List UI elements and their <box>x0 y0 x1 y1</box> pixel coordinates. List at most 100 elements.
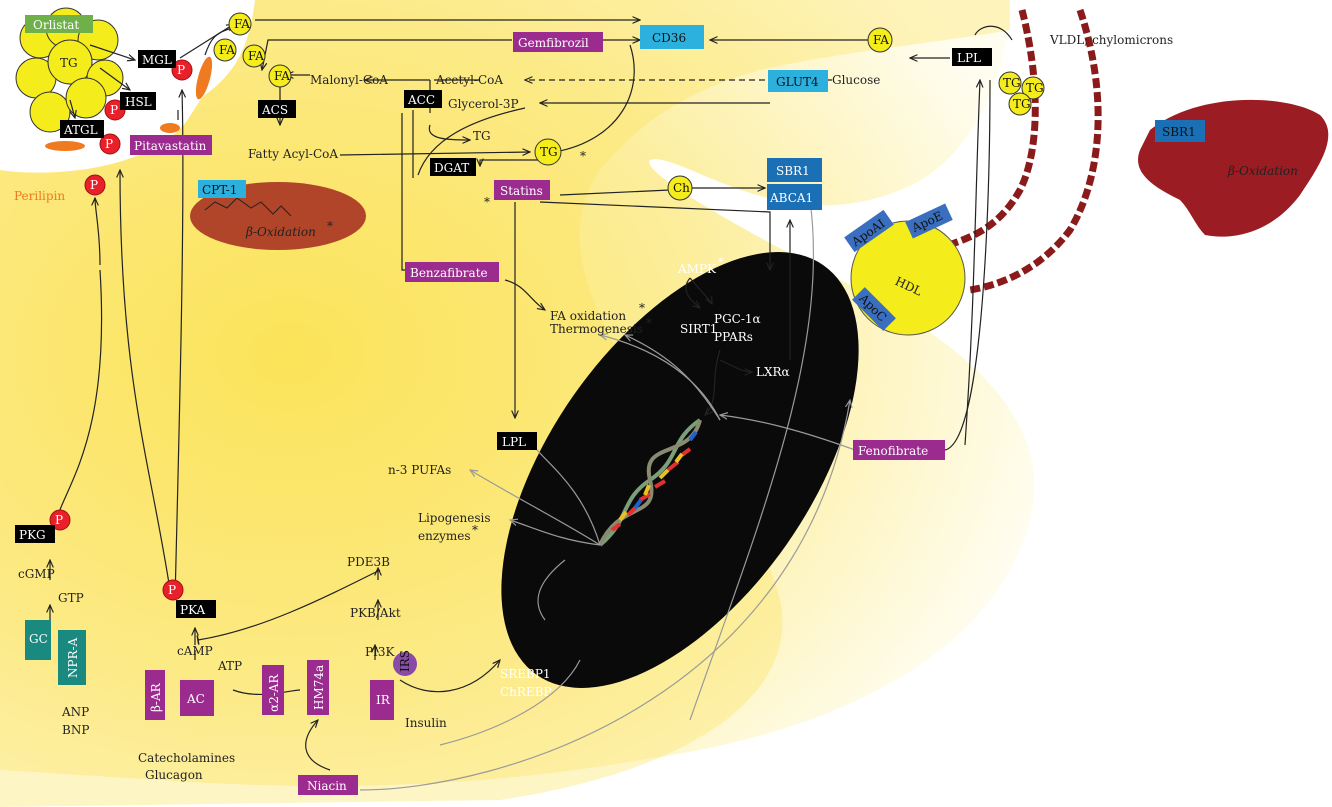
svg-text:Gemfibrozil: Gemfibrozil <box>518 36 589 50</box>
svg-text:Benzafibrate: Benzafibrate <box>410 266 488 280</box>
svg-text:IRS: IRS <box>398 650 412 672</box>
svg-text:GC: GC <box>29 632 48 646</box>
phospho-label: P <box>55 513 63 527</box>
fenofibrate-drug: Fenofibrate <box>853 440 945 460</box>
svg-text:ATGL: ATGL <box>63 123 98 137</box>
atp-label: ATP <box>217 659 242 673</box>
svg-text:AC: AC <box>186 692 205 706</box>
svg-text:β-AR: β-AR <box>149 682 163 712</box>
svg-text:ABCA1: ABCA1 <box>769 191 813 205</box>
tg-label: TG <box>1003 76 1021 90</box>
tg-circle <box>534 138 562 166</box>
liver-beta-oxidation-label: β-Oxidation <box>1227 164 1298 178</box>
svg-text:SBR1: SBR1 <box>1162 125 1196 139</box>
svg-text:LPL: LPL <box>957 51 981 65</box>
fa-circle <box>242 44 266 68</box>
fa-label: FA <box>234 17 250 31</box>
glut4-transporter: GLUT4 <box>768 70 828 92</box>
fa-circle <box>228 12 252 36</box>
beta-oxidation-label: β-Oxidation <box>245 225 316 239</box>
svg-text:HM74a: HM74a <box>312 665 326 710</box>
chrebp-label: ChREBP <box>500 685 552 699</box>
blood-vessel <box>933 8 1102 294</box>
perilipin-shape <box>195 56 213 100</box>
malonyl-coa-label: Malonyl-CoA <box>310 73 388 87</box>
sbr1-box: SBR1 <box>767 158 822 182</box>
gtp-label: GTP <box>58 591 84 605</box>
svg-text:MGL: MGL <box>142 53 172 67</box>
n3-pufas-label: n-3 PUFAs <box>388 463 451 477</box>
abca1-box: ABCA1 <box>767 184 822 210</box>
fa-label: FA <box>873 33 889 47</box>
perilipin-label: Perilipin <box>14 189 65 203</box>
mitochondrion <box>190 182 366 250</box>
ch-label: Ch <box>673 181 690 195</box>
pkg-box: PKG <box>15 525 55 543</box>
dna-helix <box>598 418 702 547</box>
asterisk-mark: * <box>718 255 724 269</box>
gemfibrozil-drug: Gemfibrozil <box>513 32 603 52</box>
lpl-box-circulation: LPL <box>952 48 992 66</box>
glycerol-3p-label: Glycerol-3P <box>448 97 519 111</box>
asterisk-mark: * <box>327 219 333 233</box>
asterisk-mark: * <box>646 316 652 330</box>
dgat-box: DGAT <box>430 158 476 176</box>
fa-label: FA <box>219 43 235 57</box>
tg-label: TG <box>1026 81 1044 95</box>
acc-box: ACC <box>404 90 442 108</box>
thermogenesis-label: Thermogenesis <box>550 322 643 336</box>
irs-circle: IRS <box>393 650 417 676</box>
svg-text:LPL: LPL <box>502 435 526 449</box>
glucagon-label: Glucagon <box>145 768 203 782</box>
svg-text:ACC: ACC <box>407 93 435 107</box>
phospho-label: P <box>168 583 176 597</box>
srebp1-label: SREBP1 <box>500 667 551 681</box>
svg-text:Niacin: Niacin <box>307 779 347 793</box>
benzafibrate-drug: Benzafibrate <box>405 262 499 282</box>
asterisk-mark: * <box>484 195 490 209</box>
svg-text:Statins: Statins <box>500 184 543 198</box>
fa-oxidation-label: FA oxidation <box>550 309 626 323</box>
tg-droplet-label: TG <box>60 56 78 70</box>
fatty-acyl-coa-label: Fatty Acyl-CoA <box>248 147 338 161</box>
cd36-transporter: CD36 <box>640 25 704 49</box>
perilipin-shape <box>160 123 180 133</box>
glucose-label: Glucose <box>832 73 880 87</box>
pkb-akt-label: PKB/Akt <box>350 606 401 620</box>
asterisk-mark: * <box>639 301 645 315</box>
phospho-circle <box>162 579 184 601</box>
mgl-box: MGL <box>138 50 176 68</box>
svg-text:Fenofibrate: Fenofibrate <box>858 444 928 458</box>
pi3k-label: PI3K <box>365 645 395 659</box>
pitavastatin-drug: Pitavastatin <box>130 135 212 155</box>
tg-text-label: TG <box>473 129 491 143</box>
phospho-label: P <box>90 178 98 192</box>
acetyl-coa-label: Acetyl-CoA <box>435 73 503 87</box>
svg-text:HSL: HSL <box>125 95 152 109</box>
phospho-circle <box>99 133 121 155</box>
fa-circle <box>867 27 893 53</box>
lpl-box-nucleus: LPL <box>497 432 537 450</box>
fa-circle <box>213 38 237 62</box>
svg-text:CD36: CD36 <box>652 31 686 45</box>
ch-circle <box>667 175 693 201</box>
sirt1-label: SIRT1 <box>680 322 717 336</box>
hsl-box: HSL <box>120 92 156 110</box>
svg-text:IR: IR <box>376 693 391 707</box>
phospho-label: P <box>105 137 113 151</box>
anp-label: ANP <box>61 705 89 719</box>
pde3b-label: PDE3B <box>347 555 390 569</box>
svg-text:GLUT4: GLUT4 <box>776 75 819 89</box>
ir-receptor: IR <box>370 680 394 720</box>
svg-text:NPR-A: NPR-A <box>66 637 80 678</box>
atgl-box: ATGL <box>60 120 104 138</box>
svg-text:PKA: PKA <box>180 603 206 617</box>
svg-text:CPT-1: CPT-1 <box>202 183 237 197</box>
fa-label: FA <box>274 69 290 83</box>
pgc1a-label: PGC-1α <box>714 312 761 326</box>
phospho-circle <box>171 59 193 81</box>
nucleus <box>501 252 859 688</box>
svg-text:α2-AR: α2-AR <box>267 674 281 712</box>
svg-text:Pitavastatin: Pitavastatin <box>134 139 207 153</box>
